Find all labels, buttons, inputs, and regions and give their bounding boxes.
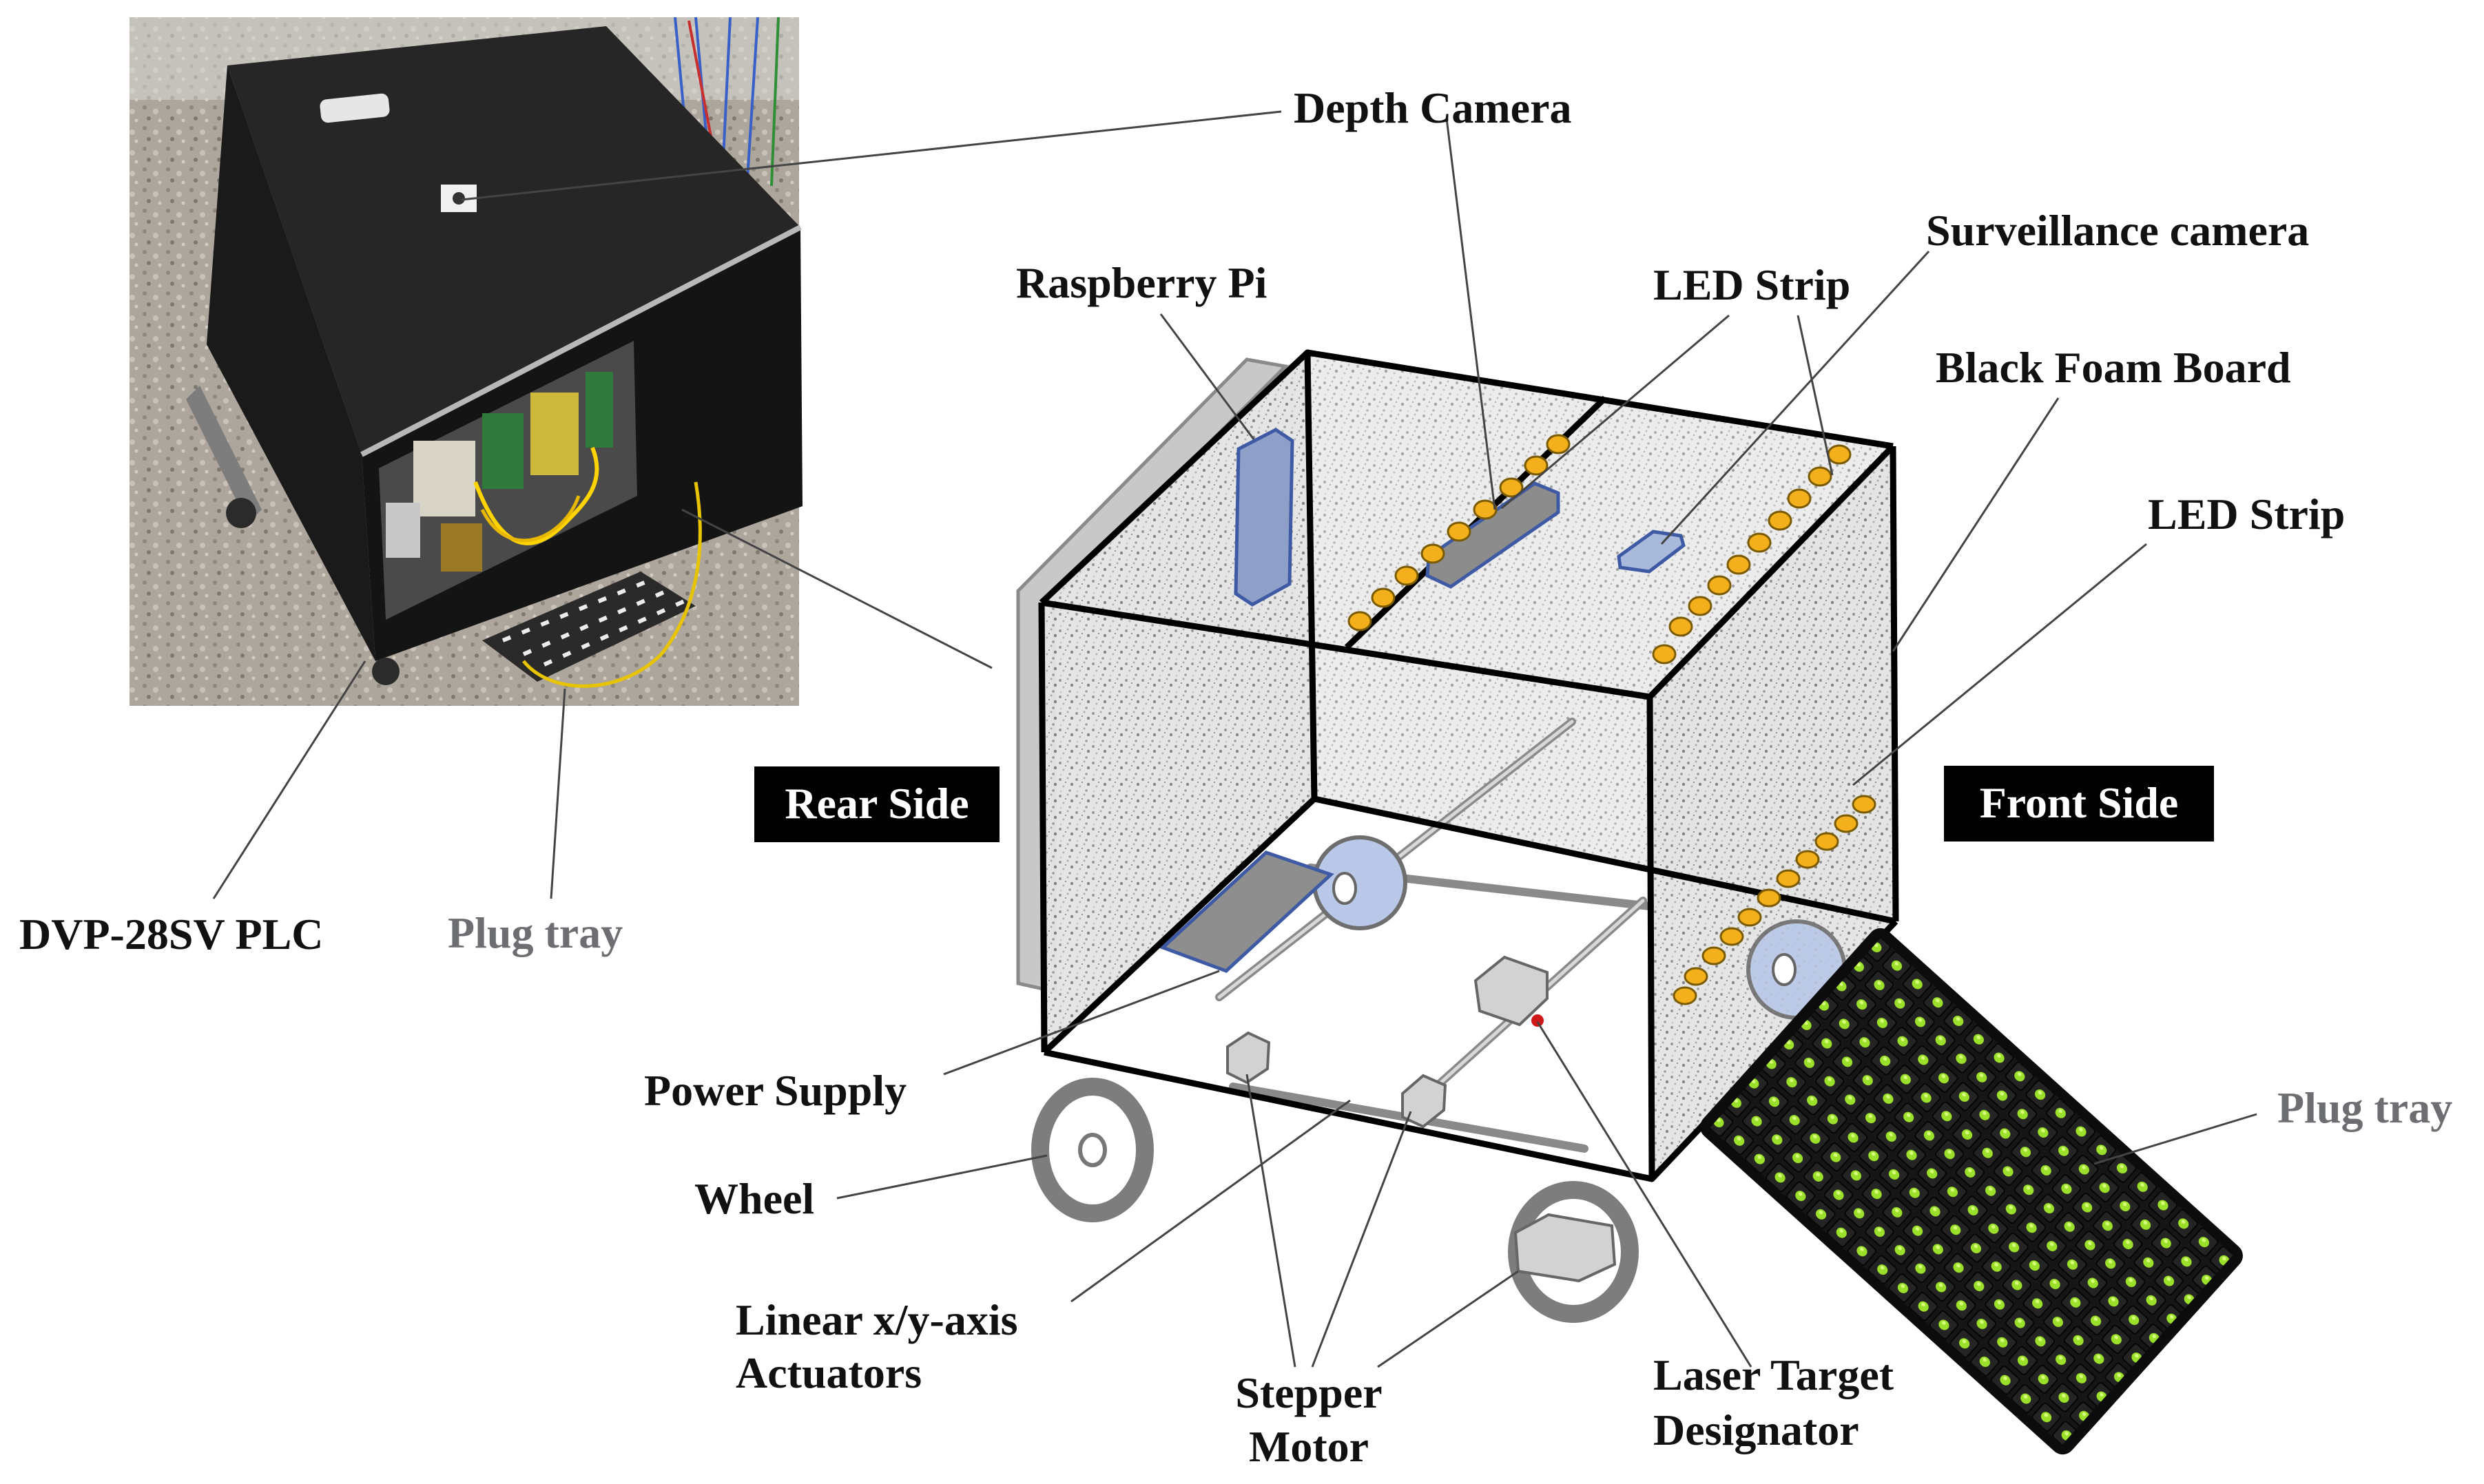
led-strip-front-icon <box>1673 795 1876 1005</box>
surveillance-camera-label: Surveillance camera <box>1926 206 2309 255</box>
robot-photo <box>130 17 803 706</box>
linear-actuators-label-1: Linear x/y-axis <box>736 1295 1018 1344</box>
raspberry-pi-icon <box>1234 428 1294 607</box>
laser-dot-icon <box>1531 1014 1544 1027</box>
dvp-plc-label: DVP-28SV PLC <box>19 910 324 959</box>
black-foam-board-label: Black Foam Board <box>1936 343 2291 392</box>
wheel-icon <box>1031 1078 1154 1222</box>
front-side-badge: Front Side <box>1944 766 2214 842</box>
led-strip-top-label: LED Strip <box>1653 260 1850 309</box>
laser-designator-label-2: Designator <box>1653 1405 1859 1454</box>
rear-side-label: Rear Side <box>785 779 969 828</box>
led-strip-front-label: LED Strip <box>2148 490 2345 539</box>
depth-camera-icon <box>1425 481 1560 589</box>
surveillance-camera-icon <box>1617 530 1686 574</box>
power-supply-label: Power Supply <box>644 1066 907 1115</box>
plug-tray-render-label: Plug tray <box>2277 1083 2452 1132</box>
wheel-label: Wheel <box>694 1174 814 1223</box>
plug-tray-photo-label: Plug tray <box>448 908 623 957</box>
raspberry-pi-label: Raspberry Pi <box>1016 258 1267 307</box>
linear-actuators-label-2: Actuators <box>736 1348 922 1397</box>
stepper-motor-label-1: Stepper <box>1235 1368 1382 1417</box>
laser-designator-label-1: Laser Target <box>1653 1350 1894 1399</box>
depth-camera-label: Depth Camera <box>1294 83 1571 132</box>
power-supply-icon <box>1159 850 1334 973</box>
rear-side-badge: Rear Side <box>754 766 1000 842</box>
wheel-front-right-icon <box>1508 1181 1639 1323</box>
robot-render <box>1016 349 1899 1323</box>
leader-lines <box>212 110 2257 1368</box>
wheel-rear-icon <box>1312 835 1407 930</box>
stepper-motor-icon <box>1226 955 1549 1129</box>
stepper-motor-label-2: Motor <box>1249 1422 1369 1471</box>
led-strip-top-icon <box>1347 434 1852 665</box>
front-side-label: Front Side <box>1980 778 2179 827</box>
plug-tray-render <box>1700 928 2243 1455</box>
